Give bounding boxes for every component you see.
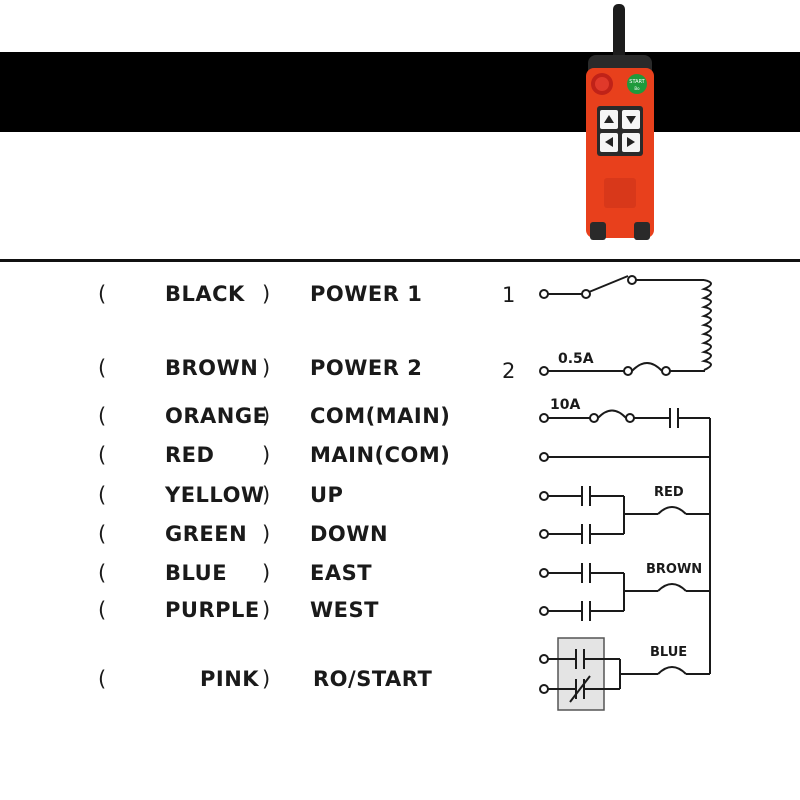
left-foot xyxy=(590,222,606,240)
east-west-circuit: BROWN xyxy=(548,562,710,621)
start-sublabel: Bo xyxy=(634,86,640,91)
wire-function: POWER 1 xyxy=(310,282,423,306)
wire-function: WEST xyxy=(310,598,379,622)
wire-function: RO/START xyxy=(313,667,433,691)
wire-function: MAIN(COM) xyxy=(310,443,451,467)
wire-color: PINK xyxy=(200,667,260,691)
wire-row-yellow: ( YELLOW ) UP xyxy=(98,483,344,507)
wire-row-pink: ( PINK ) RO/START xyxy=(98,667,433,691)
right-arrow-icon xyxy=(627,137,635,147)
com-circuit: 10A xyxy=(548,397,710,428)
wire-row-black: ( BLACK ) POWER 1 xyxy=(98,282,423,306)
right-foot xyxy=(634,222,650,240)
start-label: START xyxy=(629,79,645,85)
wiring-schematic: 1 2 0.5A xyxy=(502,275,712,711)
antenna xyxy=(613,4,625,64)
up-down-circuit: RED xyxy=(548,485,710,544)
wire-function: COM(MAIN) xyxy=(310,404,451,428)
wire-row-purple: ( PURPLE ) WEST xyxy=(98,598,379,622)
power-2-circuit: 0.5A xyxy=(548,351,704,376)
wire-row-orange: ( ORANGE ) COM(MAIN) xyxy=(98,404,451,428)
wire-row-green: ( GREEN ) DOWN xyxy=(98,522,389,546)
coil-red-label: RED xyxy=(654,485,684,500)
wire-color: BLUE xyxy=(165,561,228,585)
terminal-2-label: 2 xyxy=(502,359,515,383)
wire-function: EAST xyxy=(310,561,373,585)
battery-cover xyxy=(604,178,636,208)
wire-color: BROWN xyxy=(165,356,259,380)
wire-color: YELLOW xyxy=(165,483,265,507)
divider-line xyxy=(0,259,800,262)
wire-row-brown: ( BROWN ) POWER 2 xyxy=(98,356,423,380)
wire-color: ORANGE xyxy=(165,404,268,428)
coil xyxy=(700,279,712,371)
fuse-10a-label: 10A xyxy=(550,397,580,413)
top-black-band xyxy=(0,52,800,132)
wire-color: RED xyxy=(165,443,215,467)
wire-function: UP xyxy=(310,483,344,507)
terminal-circles xyxy=(539,289,549,694)
crane-remote-image: START Bo xyxy=(586,4,654,240)
wire-color: PURPLE xyxy=(165,598,260,622)
up-arrow-icon xyxy=(604,115,614,123)
power-1-circuit xyxy=(548,275,712,372)
coil-brown-label: BROWN xyxy=(646,562,702,577)
terminal-1-label: 1 xyxy=(502,283,515,307)
wire-function: POWER 2 xyxy=(310,356,423,380)
wire-color: GREEN xyxy=(165,522,248,546)
left-arrow-icon xyxy=(605,137,613,147)
start-button xyxy=(627,74,647,94)
fuse-0-5a-label: 0.5A xyxy=(558,351,594,367)
down-arrow-icon xyxy=(626,116,636,124)
wire-row-red: ( RED ) MAIN(COM) xyxy=(98,443,451,467)
relay-box xyxy=(557,637,605,711)
coil-blue-label: BLUE xyxy=(650,645,687,660)
wire-color: BLACK xyxy=(165,282,245,306)
wire-function: DOWN xyxy=(310,522,389,546)
wire-row-blue: ( BLUE ) EAST xyxy=(98,561,373,585)
start-relay-circuit: BLUE xyxy=(548,637,710,711)
